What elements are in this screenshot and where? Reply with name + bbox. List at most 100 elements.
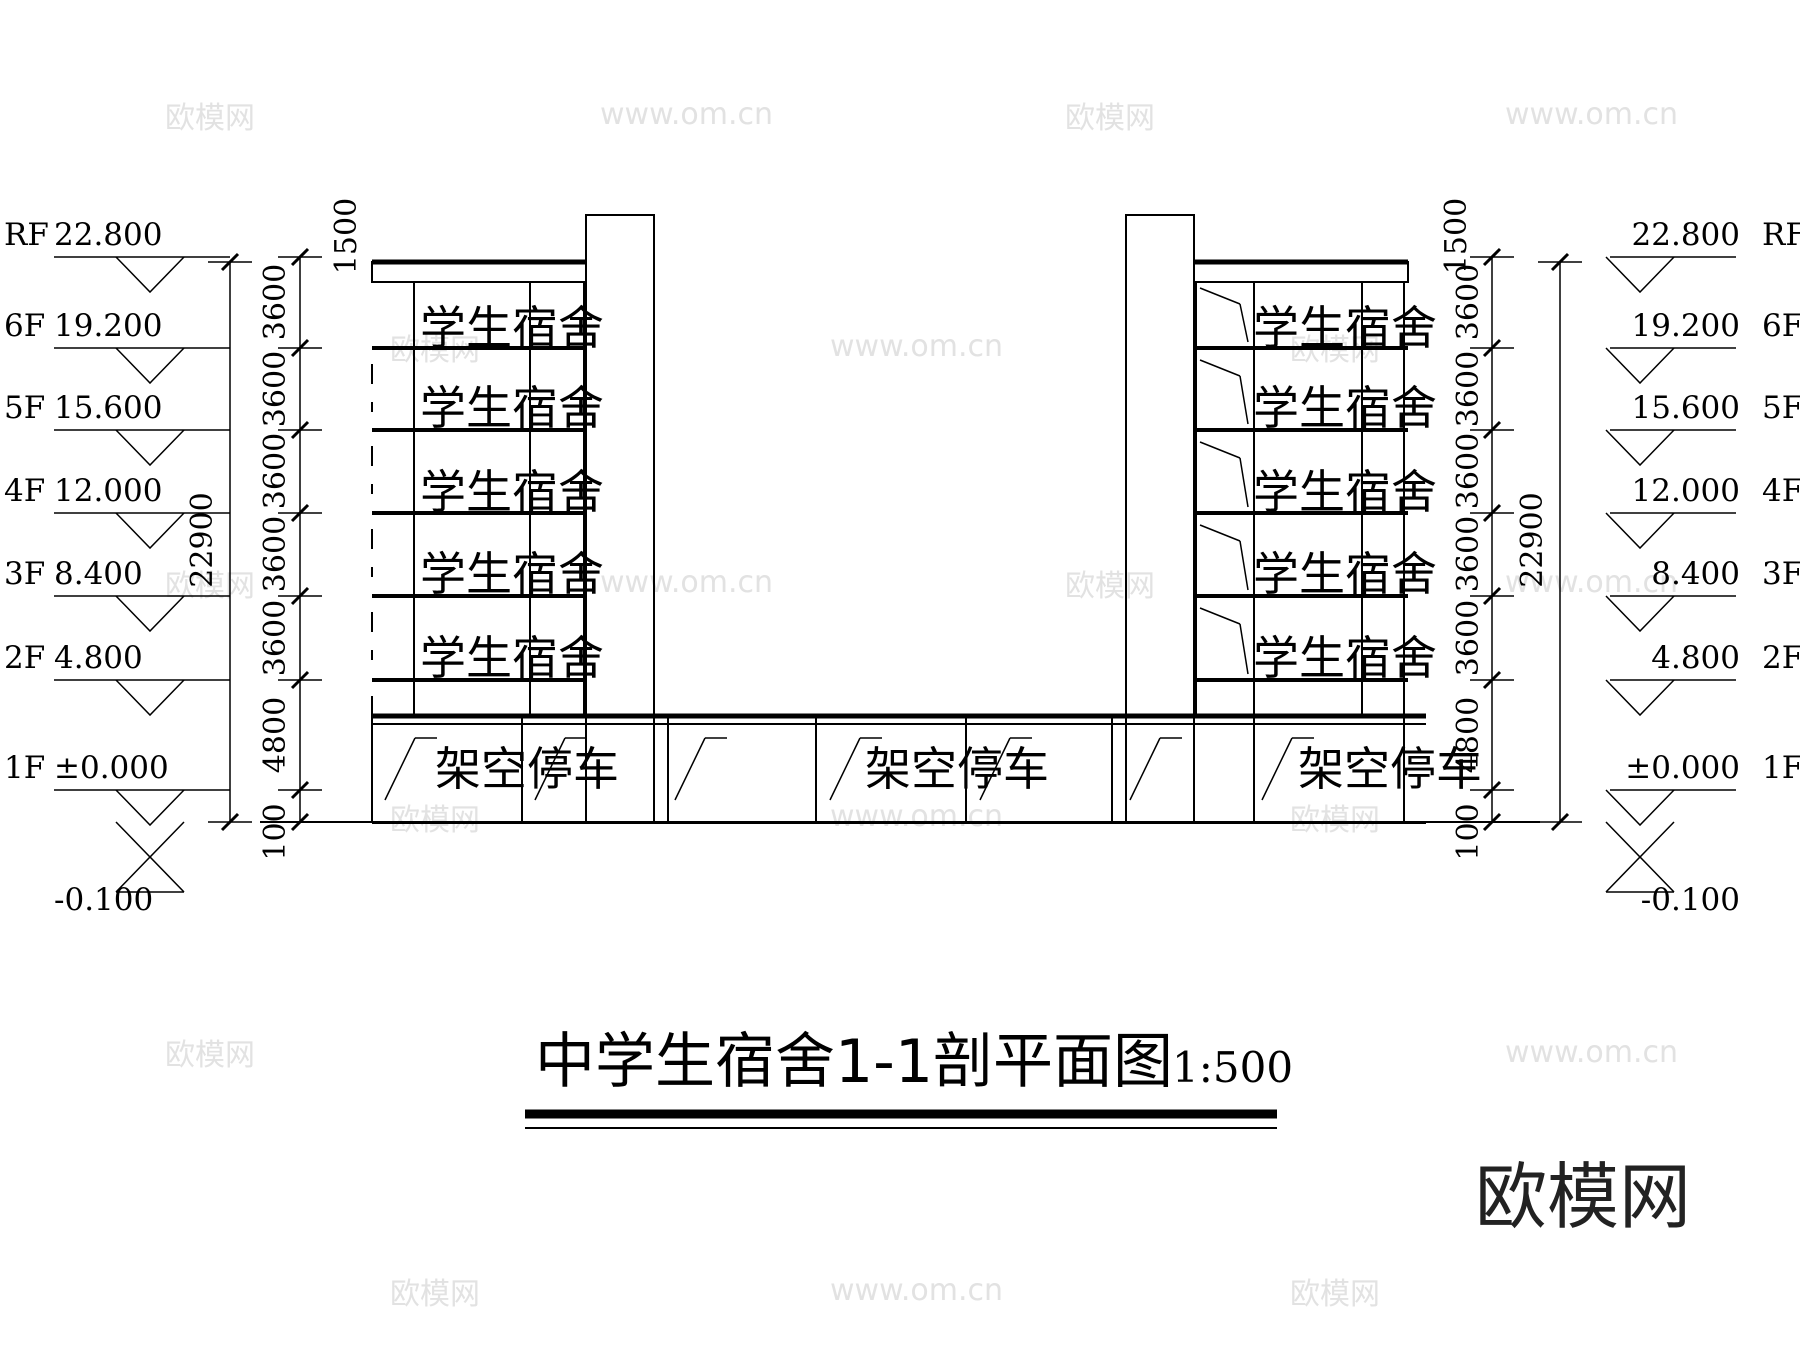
level-triangle xyxy=(115,789,185,827)
brand-logo-text: 欧模网 xyxy=(1475,1155,1691,1239)
window-line xyxy=(1199,524,1241,542)
drawing-scale: 1:500 xyxy=(1172,1043,1293,1092)
room-label-left: 学生宿舍 xyxy=(420,381,604,435)
dimension-value: 22900 xyxy=(1515,492,1550,587)
level-elevation: 4.800 xyxy=(54,640,143,676)
level-triangle xyxy=(1605,347,1675,385)
dimension-value: 100 xyxy=(1451,803,1486,860)
level-floor-label: 6F xyxy=(1762,308,1800,344)
window-line xyxy=(1239,623,1249,675)
ground-elevation: -0.100 xyxy=(54,882,153,918)
dimension-value: 1500 xyxy=(329,198,364,274)
watermark: 欧模网 xyxy=(390,333,480,368)
dimension-value: 22900 xyxy=(185,492,220,587)
level-elevation: 8.400 xyxy=(54,556,143,592)
level-triangle xyxy=(115,347,185,385)
level-elevation: 19.200 xyxy=(54,308,162,344)
ramp-line xyxy=(384,737,416,801)
level-triangle xyxy=(1605,595,1675,633)
level-floor-label: 1F xyxy=(4,750,45,786)
level-floor-label: 2F xyxy=(4,640,45,676)
dimension-value: 4800 xyxy=(258,697,293,773)
dimension-chains: 3600 3600 3600 3600 3600 4800 100 1500 22900 3600… xyxy=(185,198,1582,861)
drawing-title: 中学生宿舍1-1剖平面图 xyxy=(535,1027,1173,1097)
level-elevation: 8.400 xyxy=(1651,556,1740,592)
level-floor-label: RF xyxy=(4,217,49,253)
watermark: 欧模网 xyxy=(1290,1277,1380,1312)
room-label-right: 学生宿舍 xyxy=(1253,301,1437,355)
ramp-line xyxy=(1129,737,1161,801)
dimension-value: 100 xyxy=(258,803,293,860)
watermark: 欧模网 xyxy=(1290,803,1380,838)
level-floor-label: 2F xyxy=(1762,640,1800,676)
watermark: 欧模网 xyxy=(390,1277,480,1312)
roof-parapet-right xyxy=(1193,261,1409,283)
watermark: www.om.cn xyxy=(830,329,1003,364)
dimension-value: 3600 xyxy=(258,600,293,676)
dimension-value: 1500 xyxy=(1439,198,1474,274)
level-triangle xyxy=(115,429,185,467)
ramp-line xyxy=(674,737,706,801)
window-line xyxy=(1239,375,1249,425)
ground-datum-symbol xyxy=(1605,821,1675,893)
watermark: www.om.cn xyxy=(1505,97,1678,132)
level-elevation: 12.000 xyxy=(1632,473,1740,509)
level-triangle xyxy=(115,256,185,294)
room-labels: 学生宿舍学生宿舍学生宿舍学生宿舍学生宿舍学生宿舍学生宿舍学生宿舍学生宿舍学生宿舍… xyxy=(420,301,1482,796)
level-floor-label: 4F xyxy=(4,473,45,509)
level-floor-label: 5F xyxy=(1762,390,1800,426)
level-floor-label: 3F xyxy=(1762,556,1800,592)
dimension-value: 3600 xyxy=(1451,600,1486,676)
ground-elevation: -0.100 xyxy=(1641,882,1740,918)
level-elevation: 22.800 xyxy=(54,217,162,253)
level-triangle xyxy=(115,595,185,633)
window-line xyxy=(1239,303,1249,343)
parking-label-left: 架空停车 xyxy=(435,742,619,796)
level-floor-label: 4F xyxy=(1762,473,1800,509)
window-line xyxy=(1239,457,1249,508)
parking-label-center: 架空停车 xyxy=(865,742,1049,796)
dimension-value: 3600 xyxy=(258,516,293,592)
ramp-line xyxy=(979,737,1011,801)
dimension-value: 3600 xyxy=(1451,516,1486,592)
level-floor-label: RF xyxy=(1762,217,1800,253)
dimension-value: 3600 xyxy=(258,351,293,427)
ramp-line xyxy=(1261,737,1293,801)
level-triangle xyxy=(1605,679,1675,717)
level-triangle xyxy=(1605,256,1675,294)
room-label-right: 学生宿舍 xyxy=(1253,381,1437,435)
level-elevation: 19.200 xyxy=(1632,308,1740,344)
roof-parapet-left xyxy=(371,261,587,283)
dimension-value: 3600 xyxy=(258,433,293,509)
watermark: www.om.cn xyxy=(1505,565,1678,600)
window-line xyxy=(1199,287,1241,305)
level-triangle xyxy=(1605,789,1675,827)
watermark: 欧模网 xyxy=(165,569,255,604)
watermark: 欧模网 xyxy=(390,803,480,838)
level-floor-label: 1F xyxy=(1762,750,1800,786)
level-floor-label: 6F xyxy=(4,308,45,344)
window-line xyxy=(1199,359,1241,377)
level-elevation: ±0.000 xyxy=(54,750,169,786)
watermark: 欧模网 xyxy=(1065,101,1155,136)
watermark: www.om.cn xyxy=(600,565,773,600)
room-label-left: 学生宿舍 xyxy=(420,547,604,601)
watermark: www.om.cn xyxy=(600,97,773,132)
parking-label-right: 架空停车 xyxy=(1298,742,1482,796)
window-line xyxy=(1199,441,1241,459)
watermark: www.om.cn xyxy=(1505,1035,1678,1070)
level-elevation: ±0.000 xyxy=(1625,750,1740,786)
ground-datum-symbol xyxy=(115,821,185,893)
level-triangle xyxy=(1605,429,1675,467)
room-label-left: 学生宿舍 xyxy=(420,631,604,685)
watermark: www.om.cn xyxy=(830,1273,1003,1308)
level-floor-label: 3F xyxy=(4,556,45,592)
watermark: www.om.cn xyxy=(830,799,1003,834)
room-label-right: 学生宿舍 xyxy=(1253,547,1437,601)
ramp-line xyxy=(534,737,566,801)
level-floor-label: 5F xyxy=(4,390,45,426)
dimension-value: 3600 xyxy=(258,264,293,340)
dimension-value: 4800 xyxy=(1451,697,1486,773)
